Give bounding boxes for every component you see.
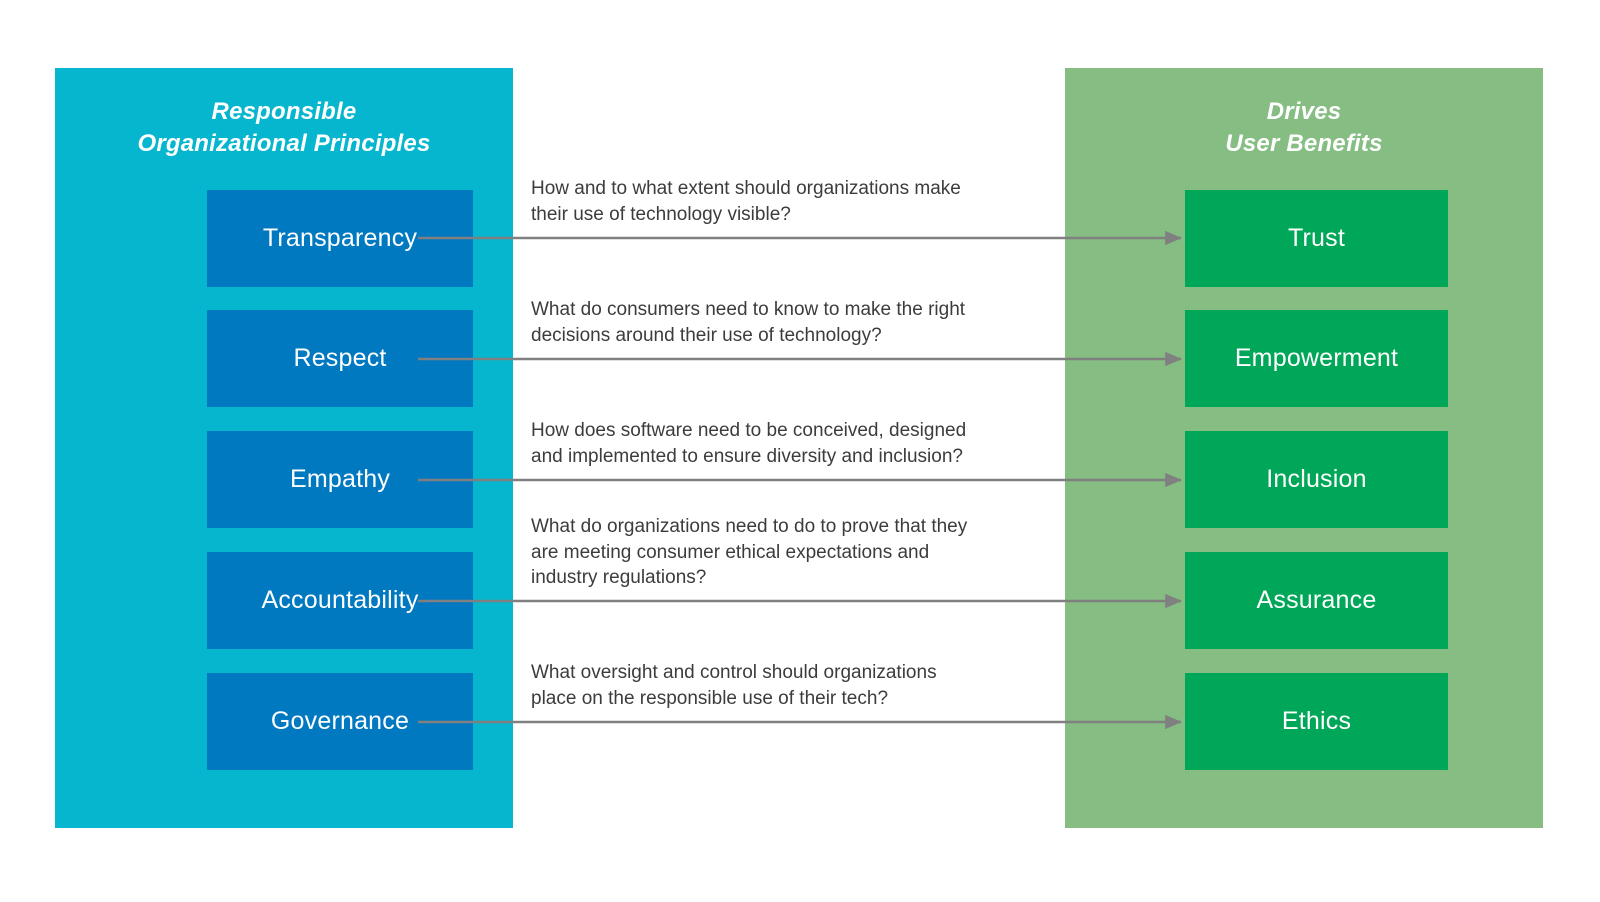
benefit-label: Inclusion [1266,465,1367,493]
benefit-label: Assurance [1256,586,1377,614]
connector-caption-transparency-trust: How and to what extent should organizati… [531,178,961,225]
benefit-box-ethics[interactable]: Ethics [1185,673,1448,770]
left-panel-responsible-principles: Responsible Organizational Principles Tr… [55,68,513,828]
connector-caption-governance-ethics: What oversight and control should organi… [531,662,937,709]
principle-box-empathy[interactable]: Empathy [207,431,473,528]
benefit-label: Empowerment [1234,344,1399,372]
principle-label: Accountability [261,586,419,614]
benefit-box-assurance[interactable]: Assurance [1185,552,1448,649]
connector-caption-accountability-assurance: What do organizations need to do to prov… [531,516,968,588]
benefit-label: Ethics [1281,707,1352,735]
principle-label: Governance [270,707,410,735]
principle-box-respect[interactable]: Respect [207,310,473,407]
left-panel-title: Responsible Organizational Principles [137,98,431,157]
principle-label: Respect [293,344,387,372]
benefit-box-inclusion[interactable]: Inclusion [1185,431,1448,528]
benefit-label: Trust [1287,224,1346,252]
connector-caption-empathy-inclusion: How does software need to be conceived, … [531,420,967,467]
principle-label: Transparency [262,224,418,252]
benefit-box-trust[interactable]: Trust [1185,190,1448,287]
principle-box-accountability[interactable]: Accountability [207,552,473,649]
connector-caption-respect-empowerment: What do consumers need to know to make t… [531,299,966,346]
principle-label: Empathy [289,465,391,493]
benefit-box-empowerment[interactable]: Empowerment [1185,310,1448,407]
right-panel-title: Drives User Benefits [1225,98,1383,157]
right-panel-user-benefits: Drives User Benefits Trust Empowerment I… [1065,68,1543,828]
principle-box-governance[interactable]: Governance [207,673,473,770]
principle-box-transparency[interactable]: Transparency [207,190,473,287]
